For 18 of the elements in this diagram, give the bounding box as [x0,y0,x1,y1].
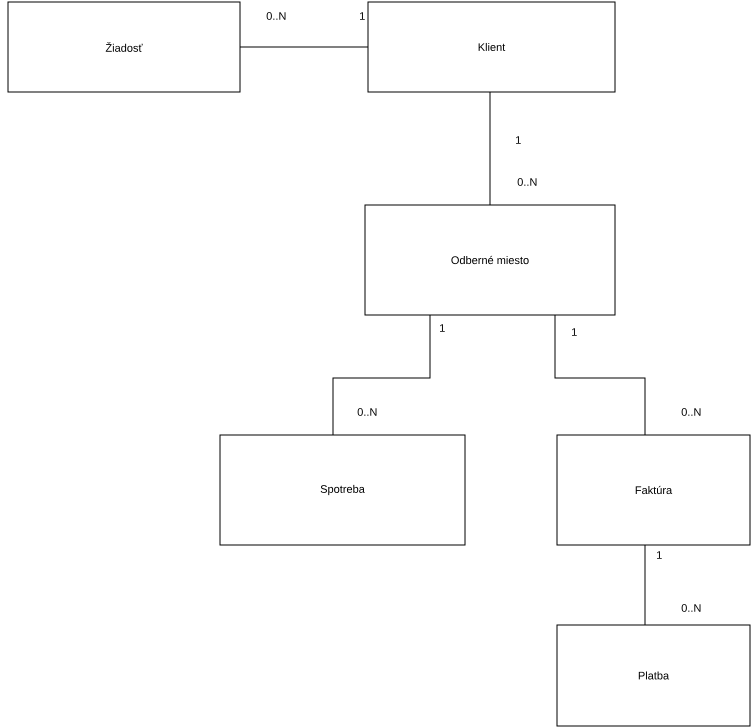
cardinality-label: 0..N [358,408,376,416]
cardinality-label: 0..N [682,604,700,612]
entity-box: Klient [368,2,616,92]
cardinality-label: 1 [516,136,521,144]
cardinality-label: 1 [440,324,445,332]
cardinality-label: 1 [572,328,577,336]
entity-box: Spotreba [220,434,466,546]
entity-box: Faktúra [556,434,750,546]
cardinality-label: 0..N [682,408,700,416]
relationship-line [644,545,646,625]
cardinality-label: 0..N [518,178,536,186]
relationship-line [240,46,368,48]
cardinality-label: 0..N [266,12,286,20]
entity-box: Odberné miesto [364,204,616,316]
entity-box: Žiadosť [8,2,240,92]
entity-box: Platba [556,624,750,726]
relationship-line [332,314,430,435]
relationship-line [554,314,646,435]
